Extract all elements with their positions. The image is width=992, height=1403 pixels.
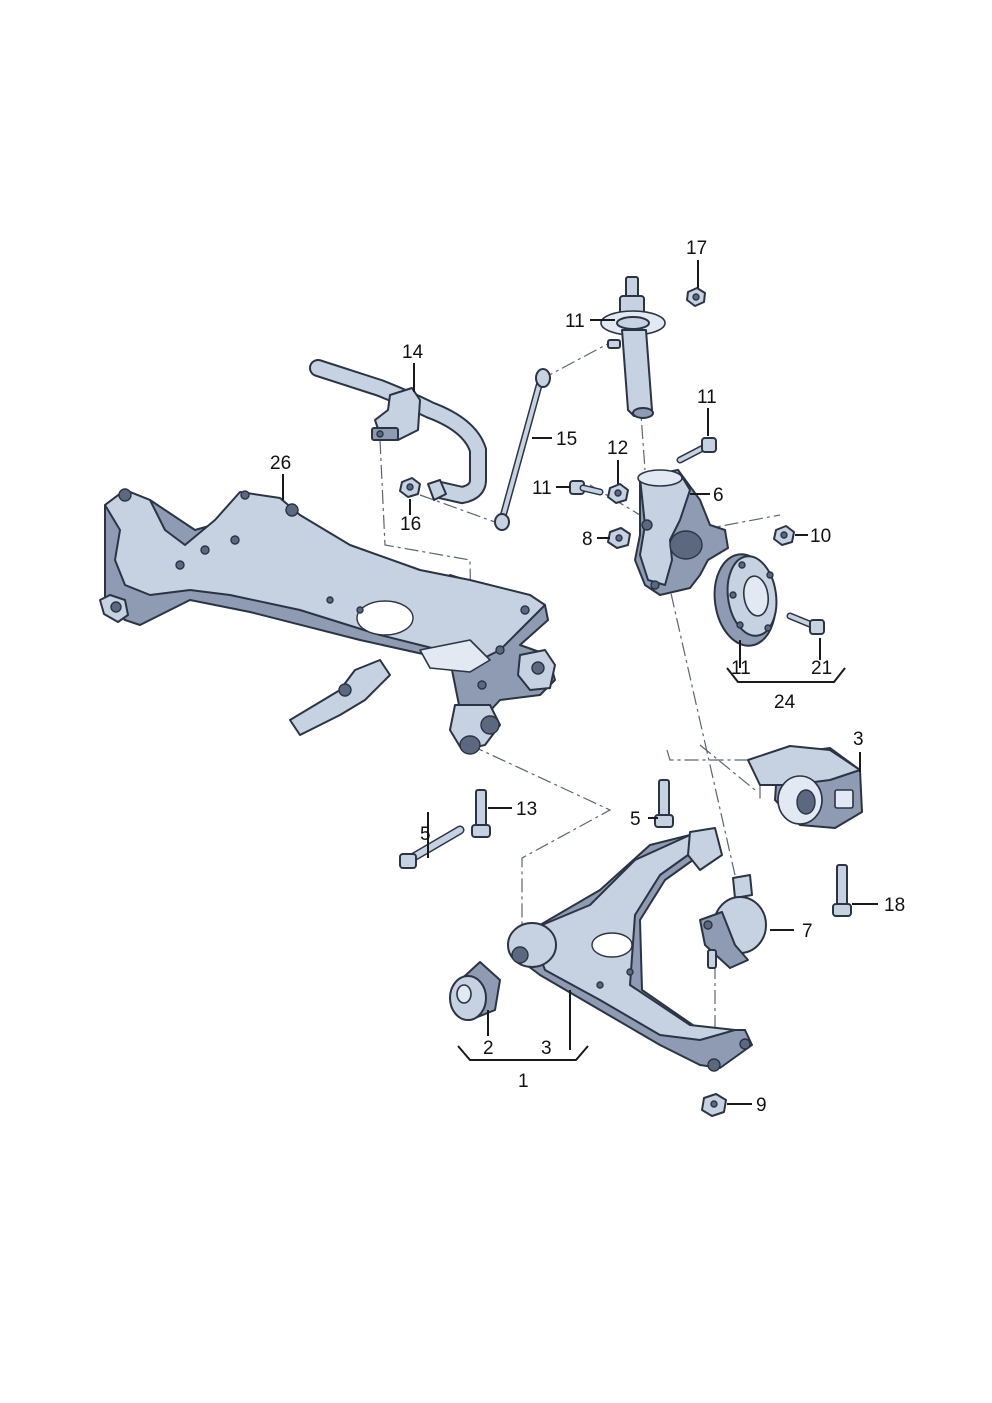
callout-16: 14 [402,342,424,363]
callout-5: 5 [630,809,641,830]
wishbone [507,827,753,1072]
callout-26: 26 [270,453,291,474]
bolt-5 [654,779,674,828]
nut-19 [686,287,706,307]
callout-14: 12 [607,438,628,459]
nut-9 [701,1093,727,1117]
callout-4: 5 [420,824,431,845]
nut-18 [399,477,421,498]
leader-lines [282,260,878,1105]
callout-13: 11 [697,387,717,408]
callout-15: 13 [516,799,537,820]
callout-11-upper: 11 [532,478,552,499]
callouts: 26 14 15 16 17 11 11 12 11 6 8 10 11 21 … [270,238,905,1116]
callout-10: 10 [810,526,831,547]
wheel-hub [713,553,778,647]
ball-joint [699,874,767,969]
callout-7: 7 [802,921,813,942]
bolt-15 [471,789,491,838]
callout-3-wishbone: 3 [541,1038,552,1059]
bolt-20 [832,864,852,917]
bolt-13 [676,437,717,464]
coupling-rod [494,368,551,531]
wheel-bearing-housing [634,469,729,596]
bolt-21 [786,612,825,635]
nut-8 [607,527,631,549]
callout-11-lower: 11 [731,658,751,679]
bushing [449,961,501,1021]
bolt-11-upper [569,480,604,496]
callout-24: 24 [774,692,796,713]
nut-14 [607,483,629,504]
callout-6: 6 [713,485,724,506]
bolt-4 [399,825,465,869]
callout-9: 9 [756,1095,767,1116]
callout-18: 16 [400,514,421,535]
callout-17: 15 [556,429,577,450]
subframe [99,488,556,755]
callout-20: 18 [884,895,905,916]
callout-8: 8 [582,529,593,550]
callout-2: 2 [483,1038,494,1059]
rear-bushing [747,745,863,829]
callout-3-bushing: 3 [853,729,864,750]
callout-1: 1 [518,1071,529,1092]
callout-12: 11 [565,311,585,332]
shock-absorber [600,276,666,419]
callout-19: 17 [686,238,707,259]
stabilizer-bar [309,359,487,505]
nut-10 [773,525,795,546]
callout-21: 21 [811,658,832,679]
